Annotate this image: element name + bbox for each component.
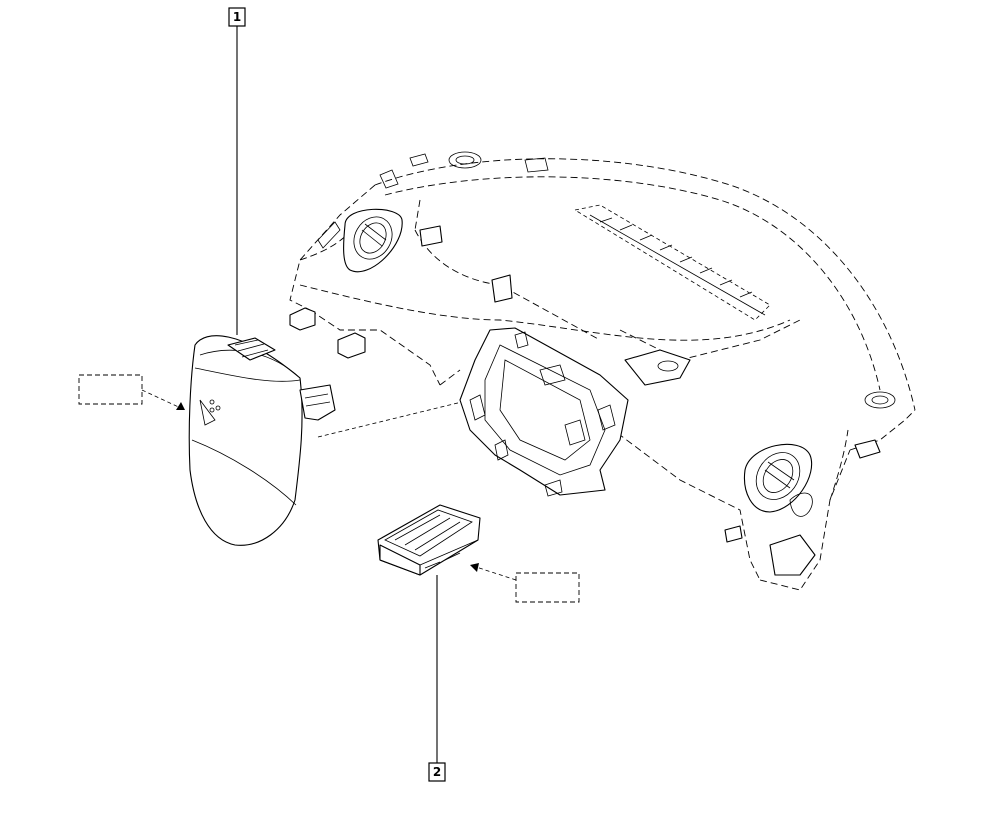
right-air-vent xyxy=(743,443,813,517)
arrow-head-icon xyxy=(176,402,185,410)
callout-number-2: 2 xyxy=(433,765,441,779)
callout-2[interactable]: 2 xyxy=(428,575,446,782)
dashboard-brackets xyxy=(289,225,881,576)
arrow-head-icon xyxy=(470,563,479,572)
airbag-cover-part xyxy=(188,335,336,546)
callout-number-1: 1 xyxy=(233,10,241,24)
left-air-vent xyxy=(317,208,403,273)
vent-grille-part xyxy=(377,504,481,576)
placeholder-box-left xyxy=(78,374,143,405)
placeholder-box-right xyxy=(515,572,580,603)
callout-1[interactable]: 1 xyxy=(228,7,246,335)
reference-placeholders xyxy=(78,374,580,603)
center-console-frame xyxy=(459,327,629,497)
